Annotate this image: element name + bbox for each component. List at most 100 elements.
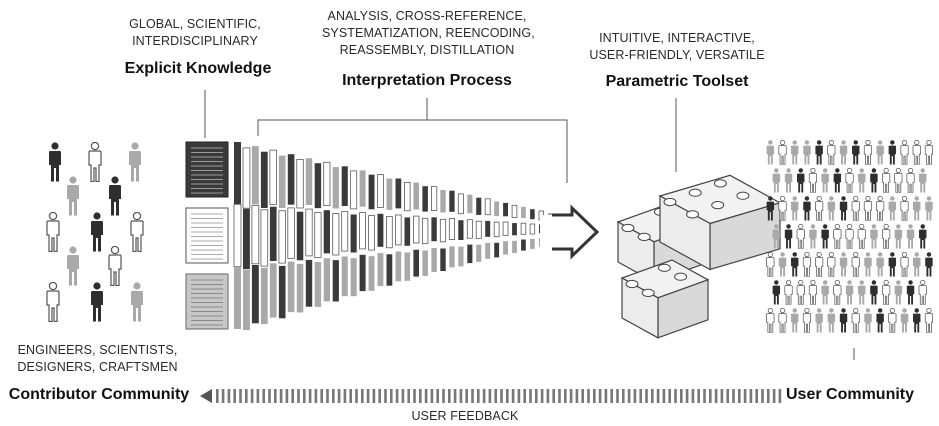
caption-line: ENGINEERS, SCIENTISTS, — [17, 343, 178, 357]
knowledge-strip — [377, 253, 384, 287]
knowledge-strip — [404, 181, 411, 212]
knowledge-strip — [296, 211, 304, 261]
knowledge-strip — [341, 210, 349, 252]
person-icon — [894, 168, 903, 193]
explicit-knowledge-title: Explicit Knowledge — [124, 60, 272, 77]
feedback-dash — [540, 389, 544, 403]
knowledge-strip — [529, 223, 536, 235]
lego-bricks — [616, 174, 782, 339]
knowledge-strip — [269, 149, 277, 205]
contributor-community-title: Contributor Community — [8, 386, 190, 403]
knowledge-strips — [233, 142, 554, 330]
feedback-dash — [285, 389, 289, 403]
feedback-dash — [767, 389, 770, 403]
person-icon — [46, 212, 60, 252]
person-icon — [906, 168, 915, 193]
person-icon — [858, 168, 866, 193]
knowledge-strip — [475, 220, 482, 239]
feedback-dash — [569, 389, 573, 403]
knowledge-strip — [269, 263, 277, 318]
knowledge-strip — [314, 163, 322, 209]
feedback-dash — [401, 389, 405, 403]
person-icon — [791, 308, 799, 333]
person-icon — [864, 308, 872, 333]
feedback-dash — [337, 389, 341, 403]
knowledge-strip — [503, 241, 508, 255]
feedback-dash — [703, 389, 706, 403]
knowledge-strip — [476, 197, 482, 215]
person-icon — [924, 308, 934, 333]
knowledge-strip — [251, 205, 260, 265]
feedback-dash — [477, 389, 480, 403]
feedback-dash — [709, 389, 712, 403]
feedback-dash — [250, 389, 254, 403]
person-icon — [808, 280, 818, 305]
feedback-dash — [274, 389, 277, 403]
knowledge-strip — [521, 239, 526, 251]
knowledge-strip — [260, 209, 269, 267]
feedback-dash — [488, 389, 492, 403]
person-icon — [821, 224, 829, 249]
knowledge-strip — [234, 142, 241, 205]
feedback-dash — [726, 389, 729, 403]
interpretation-process-title: Interpretation Process — [342, 72, 512, 89]
feedback-dash — [656, 389, 660, 403]
knowledge-strip — [278, 155, 286, 208]
caption-line: ANALYSIS, CROSS-REFERENCE, — [327, 9, 527, 23]
person-icon — [791, 252, 799, 277]
person-icon — [821, 168, 829, 193]
feedback-dash — [506, 389, 509, 403]
person-icon — [888, 196, 897, 221]
feedback-dash — [424, 389, 428, 403]
knowledge-strip — [395, 251, 402, 282]
caption-line: SYSTEMATIZATION, REENCODING, — [322, 26, 535, 40]
knowledge-strip — [287, 261, 295, 313]
knowledge-strip — [395, 214, 402, 246]
person-icon — [839, 308, 848, 333]
knowledge-strip — [484, 198, 491, 216]
person-icon — [863, 140, 873, 165]
knowledge-strip — [251, 265, 259, 324]
knowledge-strip — [350, 258, 357, 297]
feedback-dash — [552, 389, 555, 403]
person-icon — [925, 252, 933, 277]
person-icon — [852, 140, 860, 165]
person-icon — [900, 196, 909, 221]
person-icon — [845, 224, 854, 249]
caption-line: GLOBAL, SCIENTIFIC, — [129, 17, 261, 31]
knowledge-strip — [530, 209, 535, 220]
contributor-people — [46, 142, 144, 322]
person-icon — [815, 196, 824, 221]
feedback-dash — [668, 389, 671, 403]
person-icon — [49, 142, 61, 182]
feedback-dash — [448, 389, 451, 403]
caption-line: REASSEMBLY, DISTILLATION — [339, 43, 515, 57]
feedback-dash — [436, 389, 439, 403]
feedback-dash — [494, 389, 497, 403]
feedback-dash — [442, 389, 445, 403]
feedback-arrowhead — [200, 389, 212, 403]
feedback-dash — [361, 389, 364, 403]
person-icon — [131, 282, 143, 322]
person-icon — [900, 252, 909, 277]
knowledge-strip — [350, 214, 357, 253]
feedback-dash — [482, 389, 486, 403]
parametric-toolset-caption: INTUITIVE, INTERACTIVE, USER-FRIENDLY, V… — [582, 30, 772, 64]
feedback-dash — [291, 389, 294, 403]
knowledge-strip — [493, 221, 500, 238]
interpretation-process-caption: ANALYSIS, CROSS-REFERENCE, SYSTEMATIZATI… — [322, 8, 535, 59]
knowledge-strip — [278, 210, 286, 264]
knowledge-strip — [278, 265, 286, 319]
person-icon — [833, 280, 842, 305]
feedback-dash — [407, 389, 410, 403]
feedback-dash — [680, 389, 683, 403]
person-icon — [919, 224, 927, 249]
feedback-dash — [639, 389, 642, 403]
brick-stud — [711, 201, 725, 210]
person-icon — [766, 140, 775, 165]
person-icon — [864, 252, 872, 277]
knowledge-strip — [395, 178, 402, 209]
person-icon — [803, 140, 811, 165]
person-icon — [876, 140, 884, 165]
brick-stud — [641, 288, 655, 297]
